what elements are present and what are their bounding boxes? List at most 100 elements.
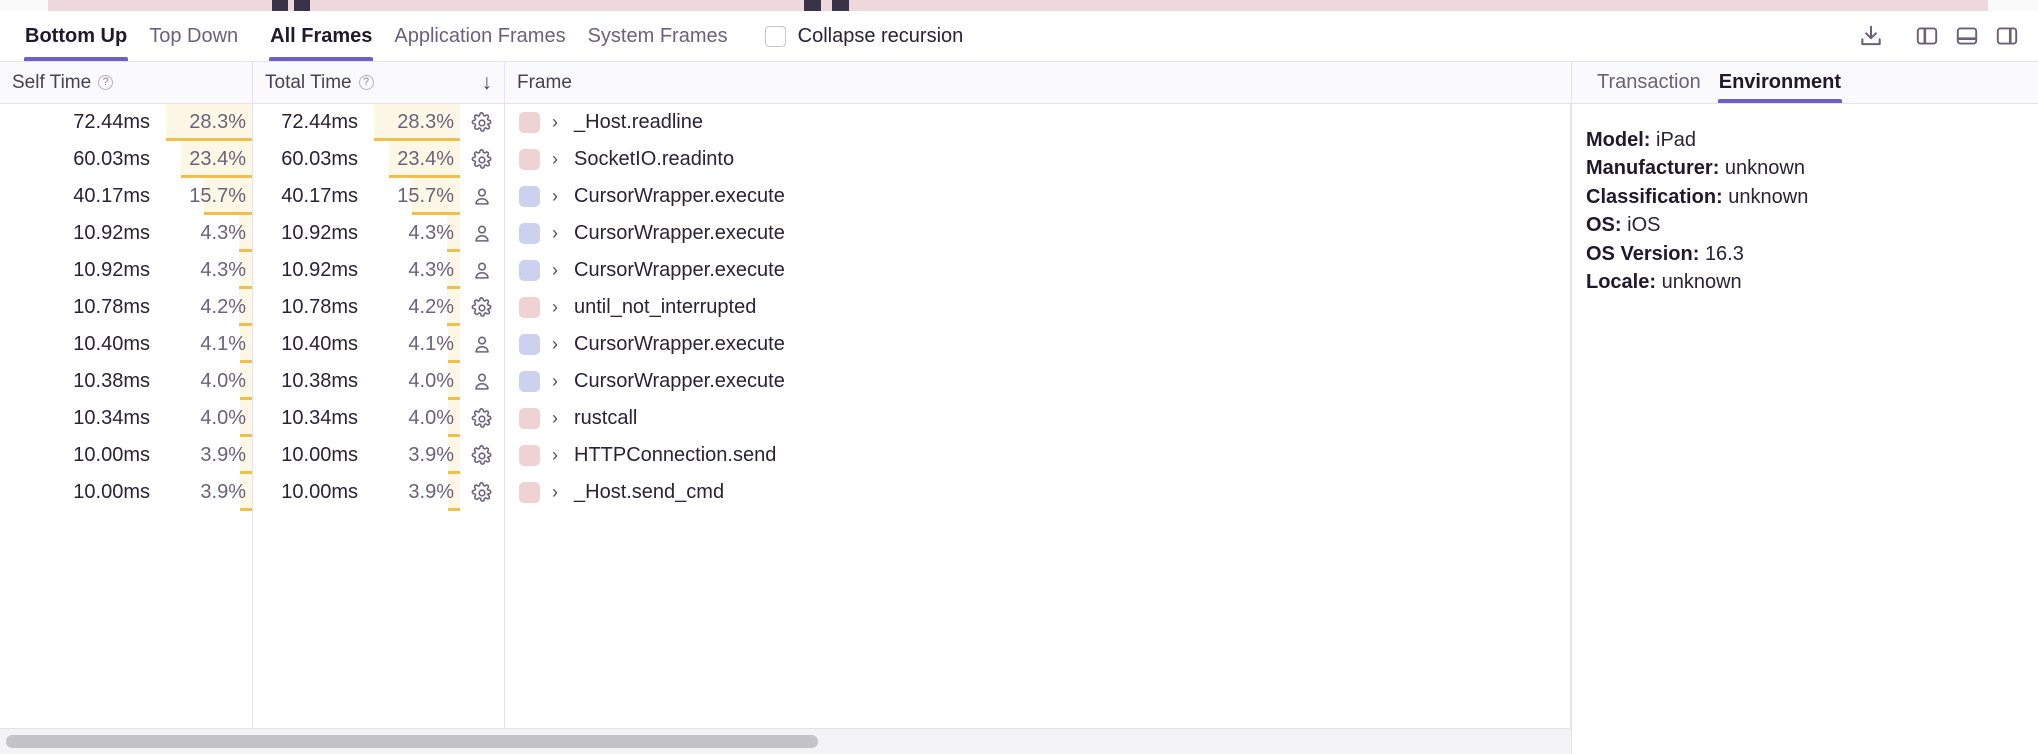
tab-environment[interactable]: Environment — [1710, 62, 1850, 103]
total-time-value: 10.78ms — [281, 296, 358, 318]
self-time-value: 60.03ms — [73, 148, 150, 170]
collapse-recursion-toggle[interactable]: Collapse recursion — [764, 25, 963, 48]
column-header-frame[interactable]: Frame — [505, 62, 1571, 103]
frame-name: CursorWrapper.execute — [574, 185, 785, 207]
percent-cell: 4.3% — [166, 215, 252, 252]
tab-top-down[interactable]: Top Down — [138, 11, 249, 61]
tab-all-frames-label: All Frames — [270, 24, 373, 47]
frame-color-swatch — [519, 223, 540, 244]
chevron-right-icon[interactable]: › — [552, 334, 558, 354]
tab-bottom-up[interactable]: Bottom Up — [14, 11, 138, 61]
person-icon[interactable] — [460, 215, 504, 252]
frame-name: HTTPConnection.send — [574, 444, 777, 466]
layout-right-panel-icon[interactable] — [1990, 19, 2024, 53]
help-icon[interactable]: ? — [98, 75, 114, 90]
chevron-right-icon[interactable]: › — [552, 482, 558, 502]
detail-value: unknown — [1728, 185, 1809, 208]
table-row[interactable]: › CursorWrapper.execute — [505, 326, 1570, 363]
gear-icon[interactable] — [460, 474, 504, 511]
person-icon[interactable] — [460, 363, 504, 400]
gear-icon[interactable] — [460, 141, 504, 178]
gear-icon[interactable] — [460, 104, 504, 141]
download-icon[interactable] — [1854, 19, 1888, 53]
table-row[interactable]: ›until_not_interrupted — [505, 289, 1570, 326]
table-row[interactable]: ›CursorWrapper.execute — [505, 252, 1570, 289]
chevron-right-icon[interactable]: › — [552, 445, 558, 465]
chevron-right-icon[interactable]: › — [552, 297, 558, 317]
table-row[interactable]: ›CursorWrapper.execute — [505, 215, 1570, 252]
chevron-right-icon[interactable]: › — [552, 408, 558, 428]
table-row[interactable]: ›rustcall — [505, 400, 1570, 437]
chevron-right-icon[interactable]: › — [552, 149, 558, 169]
tab-all-frames[interactable]: All Frames — [259, 11, 383, 61]
self-time-value: 10.92ms — [73, 259, 150, 281]
frame-name: CursorWrapper.execute — [574, 333, 785, 355]
detail-value: iOS — [1627, 214, 1661, 237]
table-row[interactable]: ›_Host.readline — [505, 104, 1570, 141]
detail-row: Manufacturer: unknown — [1586, 154, 2038, 182]
chevron-right-icon[interactable]: › — [552, 223, 558, 243]
gear-icon[interactable] — [460, 400, 504, 437]
column-header-self-time[interactable]: Self Time ? — [0, 62, 253, 103]
person-icon[interactable] — [460, 178, 504, 215]
percent-bar — [239, 252, 252, 289]
help-icon[interactable]: ? — [358, 75, 374, 90]
table-row[interactable]: › CursorWrapper.execute — [505, 178, 1570, 215]
table-row[interactable]: › HTTPConnection.send — [505, 437, 1570, 474]
tab-transaction[interactable]: Transaction — [1588, 62, 1710, 103]
horizontal-scrollbar-thumb[interactable] — [6, 735, 818, 748]
chevron-right-icon[interactable]: › — [552, 371, 558, 391]
collapse-recursion-checkbox[interactable] — [764, 25, 786, 47]
sort-descending-icon[interactable]: ↓ — [481, 71, 493, 94]
percent-bar — [447, 215, 460, 252]
flamegraph-strip-clipped[interactable] — [0, 0, 2038, 11]
tab-application-frames-label: Application Frames — [394, 24, 566, 47]
percent-cell: 4.1% — [374, 326, 460, 363]
percent-value: 4.1% — [200, 333, 246, 355]
percent-value: 4.2% — [200, 296, 246, 318]
person-icon[interactable] — [460, 326, 504, 363]
column-header-total-time[interactable]: Total Time ? ↓ — [253, 62, 505, 103]
tab-system-frames[interactable]: System Frames — [577, 11, 739, 61]
detail-value: 16.3 — [1704, 242, 1744, 265]
table-row[interactable]: ›_Host.send_cmd — [505, 474, 1570, 511]
layout-bottom-panel-icon[interactable] — [1950, 19, 1984, 53]
layout-left-panel-icon[interactable] — [1910, 19, 1944, 53]
total-time-value: 10.34ms — [281, 407, 358, 429]
chevron-right-icon[interactable]: › — [552, 186, 558, 206]
detail-row: OS Version: 16.3 — [1586, 240, 2038, 268]
person-icon[interactable] — [460, 252, 504, 289]
frame-color-swatch — [519, 408, 540, 429]
table-row[interactable]: ›CursorWrapper.execute — [505, 363, 1570, 400]
horizontal-scrollbar[interactable] — [0, 728, 1571, 754]
chevron-right-icon[interactable]: › — [552, 112, 558, 132]
tab-application-frames[interactable]: Application Frames — [383, 11, 576, 61]
chevron-right-icon[interactable]: › — [552, 260, 558, 280]
gear-icon[interactable] — [460, 437, 504, 474]
table-row[interactable]: ›SocketIO.readinto — [505, 141, 1570, 178]
gear-icon[interactable] — [460, 289, 504, 326]
detail-row: Classification: unknown — [1586, 183, 2038, 211]
